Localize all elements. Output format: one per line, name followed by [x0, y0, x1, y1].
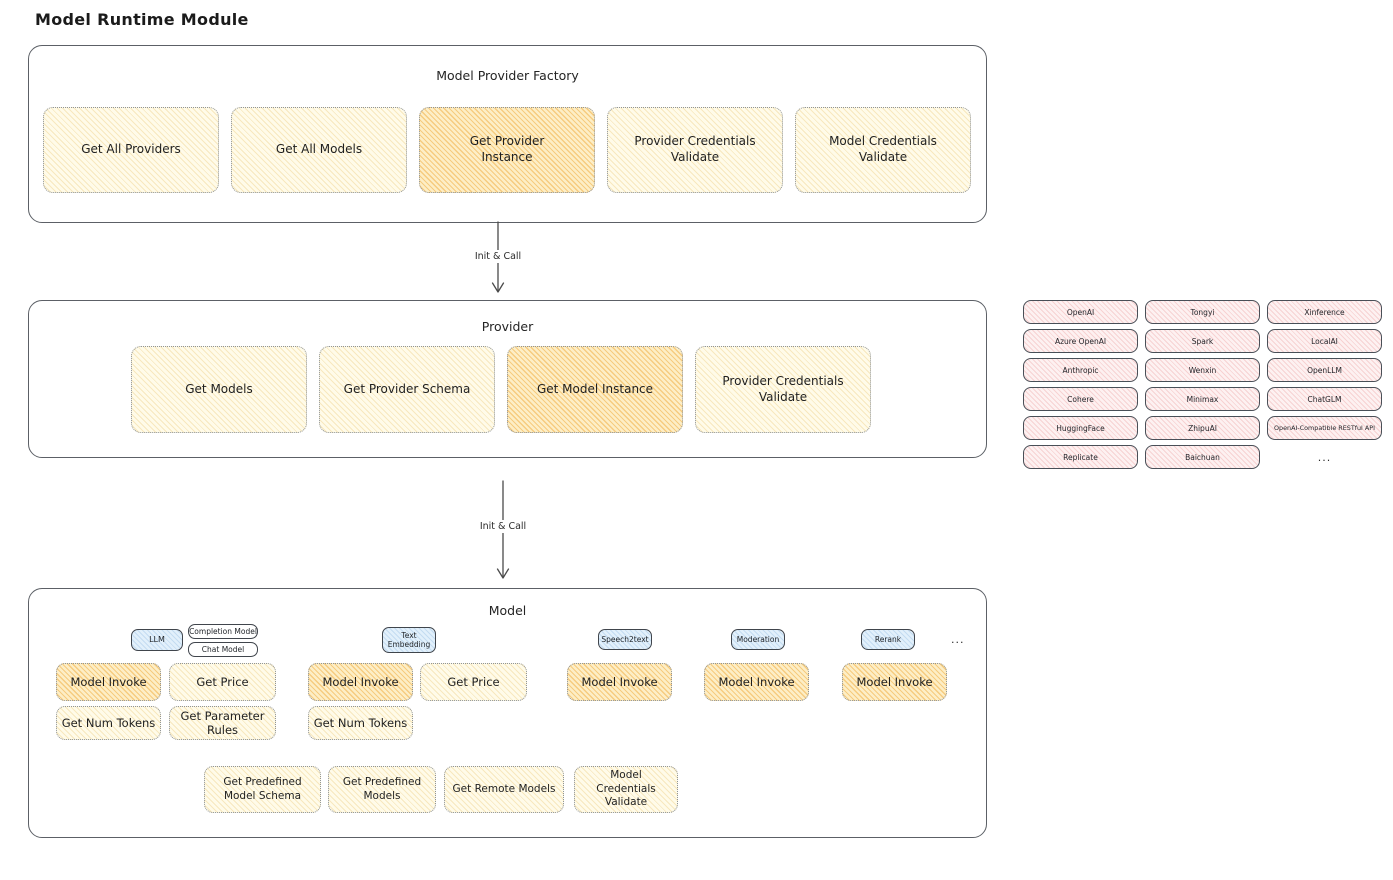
node-model-credentials-validate-bottom: Model Credentials Validate [574, 766, 678, 813]
provider-item-zhipuai: ZhipuAI [1145, 416, 1260, 440]
node-llm-get-parameter-rules: Get Parameter Rules [169, 706, 276, 740]
factory-row: Get All Providers Get All Models Get Pro… [43, 107, 971, 193]
node-text-embedding-get-price: Get Price [420, 663, 527, 701]
provider-item-azure-openai: Azure OpenAI [1023, 329, 1138, 353]
node-get-provider-schema: Get Provider Schema [319, 346, 495, 433]
provider-item-openai-compatible-restful-api: OpenAI-Compatible RESTful API [1267, 416, 1382, 440]
provider-item-openai: OpenAI [1023, 300, 1138, 324]
providers-grid: OpenAI Tongyi Xinference Azure OpenAI Sp… [1023, 300, 1382, 469]
model-title: Model [488, 603, 527, 618]
node-llm-get-num-tokens: Get Num Tokens [56, 706, 161, 740]
node-text-embedding-get-num-tokens: Get Num Tokens [308, 706, 413, 740]
provider-item-wenxin: Wenxin [1145, 358, 1260, 382]
subtab-completion-model: Completion Model [188, 624, 258, 639]
subtab-chat-model: Chat Model [188, 642, 258, 657]
node-get-model-instance: Get Model Instance [507, 346, 683, 433]
node-llm-model-invoke: Model Invoke [56, 663, 161, 701]
factory-title: Model Provider Factory [436, 68, 579, 83]
node-rerank-model-invoke: Model Invoke [842, 663, 947, 701]
provider-item-minimax: Minimax [1145, 387, 1260, 411]
init-call-label-1: Init & Call [469, 250, 527, 263]
tab-llm: LLM [131, 629, 183, 651]
node-get-predefined-models: Get Predefined Models [328, 766, 436, 813]
provider-item-anthropic: Anthropic [1023, 358, 1138, 382]
tabs-more-ellipsis: ... [951, 633, 965, 646]
provider-item-baichuan: Baichuan [1145, 445, 1260, 469]
provider-item-tongyi: Tongyi [1145, 300, 1260, 324]
provider-item-xinference: Xinference [1267, 300, 1382, 324]
diagram-title: Model Runtime Module [35, 10, 249, 29]
node-get-predefined-model-schema: Get Predefined Model Schema [204, 766, 321, 813]
node-model-credentials-validate: Model Credentials Validate [795, 107, 971, 193]
node-moderation-model-invoke: Model Invoke [704, 663, 809, 701]
model-container: Model LLM Completion Model Chat Model Te… [28, 588, 987, 838]
node-get-remote-models: Get Remote Models [444, 766, 564, 813]
tab-text-embedding: Text Embedding [382, 627, 436, 653]
providers-more-ellipsis: ... [1317, 450, 1332, 464]
node-text-embedding-model-invoke: Model Invoke [308, 663, 413, 701]
tab-rerank: Rerank [861, 629, 915, 650]
provider-item-replicate: Replicate [1023, 445, 1138, 469]
node-get-provider-instance: Get Provider Instance [419, 107, 595, 193]
tab-moderation: Moderation [731, 629, 785, 650]
provider-row: Get Models Get Provider Schema Get Model… [131, 346, 871, 433]
factory-container: Model Provider Factory Get All Providers… [28, 45, 987, 223]
node-llm-get-price: Get Price [169, 663, 276, 701]
node-provider-credentials-validate: Provider Credentials Validate [607, 107, 783, 193]
node-get-all-providers: Get All Providers [43, 107, 219, 193]
provider-item-openllm: OpenLLM [1267, 358, 1382, 382]
init-call-label-2: Init & Call [474, 520, 532, 533]
node-speech2text-model-invoke: Model Invoke [567, 663, 672, 701]
provider-container: Provider Get Models Get Provider Schema … [28, 300, 987, 458]
provider-item-chatglm: ChatGLM [1267, 387, 1382, 411]
tab-speech2text: Speech2text [598, 629, 652, 650]
provider-item-spark: Spark [1145, 329, 1260, 353]
provider-item-localai: LocalAI [1267, 329, 1382, 353]
provider-title: Provider [481, 319, 534, 334]
node-get-all-models: Get All Models [231, 107, 407, 193]
provider-item-huggingface: HuggingFace [1023, 416, 1138, 440]
node-provider-credentials-validate-2: Provider Credentials Validate [695, 346, 871, 433]
node-get-models: Get Models [131, 346, 307, 433]
provider-item-cohere: Cohere [1023, 387, 1138, 411]
